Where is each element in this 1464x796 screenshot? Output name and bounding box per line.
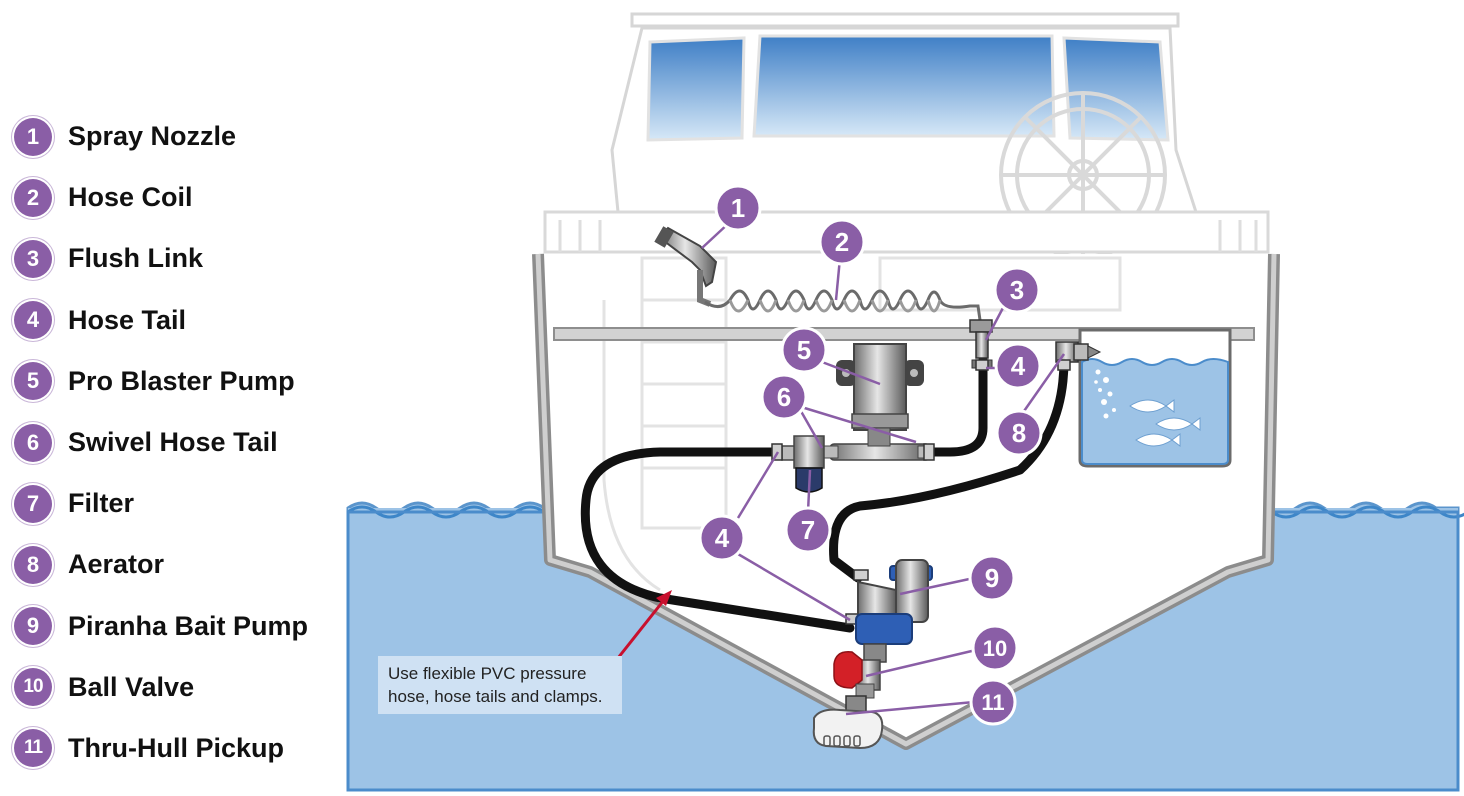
legend-number: 3 xyxy=(14,239,52,278)
callout-7: 7 xyxy=(784,506,832,554)
legend-label: Thru-Hull Pickup xyxy=(68,732,284,763)
callout-1: 1 xyxy=(714,184,762,232)
callout-6: 6 xyxy=(760,373,808,421)
callout-3: 3 xyxy=(993,266,1041,314)
legend-label: Spray Nozzle xyxy=(68,121,237,152)
callout-10: 10 xyxy=(971,624,1019,672)
callout-1-label: 1 xyxy=(731,193,745,223)
hose-arrow xyxy=(616,590,672,659)
callout-3-label: 3 xyxy=(1010,275,1024,305)
callout-9: 9 xyxy=(968,554,1016,602)
callout-11: 11 xyxy=(969,678,1017,726)
legend-number: 5 xyxy=(14,362,52,401)
callout-8-label: 8 xyxy=(1012,418,1026,448)
callout-5: 5 xyxy=(780,326,828,374)
boat-cabin xyxy=(543,12,1270,259)
legend-item: 1 Spray Nozzle xyxy=(14,106,344,167)
legend-item: 2 Hose Coil xyxy=(14,167,344,228)
live-well-tank xyxy=(1078,328,1232,468)
legend-number: 4 xyxy=(14,301,52,340)
cabin-window-right xyxy=(1062,36,1170,142)
callout-2-label: 2 xyxy=(835,227,849,257)
legend-label: Hose Coil xyxy=(68,182,193,213)
legend-number: 7 xyxy=(14,484,52,523)
cabin-window-center xyxy=(752,34,1056,138)
legend-item: 11 Thru-Hull Pickup xyxy=(14,718,344,779)
pvc-hoses xyxy=(580,355,1069,633)
legend-label: Aerator xyxy=(68,549,165,580)
legend-label: Ball Valve xyxy=(68,671,195,702)
legend-label: Pro Blaster Pump xyxy=(68,365,295,396)
callout-10-label: 10 xyxy=(983,636,1007,661)
callout-8: 8 xyxy=(995,409,1043,457)
legend-item: 10 Ball Valve xyxy=(14,657,344,718)
fish-icon xyxy=(1129,399,1201,447)
callout-4b: 4 xyxy=(698,514,746,562)
legend-item: 9 Piranha Bait Pump xyxy=(14,596,344,657)
legend-number: 9 xyxy=(14,607,52,646)
hose-coil-icon xyxy=(704,289,982,321)
legend-number: 10 xyxy=(14,668,52,707)
legend-item: 6 Swivel Hose Tail xyxy=(14,412,344,473)
legend-item: 3 Flush Link xyxy=(14,228,344,289)
legend-item: 5 Pro Blaster Pump xyxy=(14,351,344,412)
callout-4b-label: 4 xyxy=(715,523,730,553)
callout-11-label: 11 xyxy=(981,690,1004,715)
legend-item: 4 Hose Tail xyxy=(14,290,344,351)
hose-note: Use flexible PVC pressure hose, hose tai… xyxy=(378,656,622,714)
legend-item: 7 Filter xyxy=(14,473,344,534)
bubbles-icon xyxy=(1094,369,1116,419)
legend-number: 8 xyxy=(14,545,52,584)
cabin-window-left xyxy=(646,36,746,142)
callout-9-label: 9 xyxy=(985,563,999,593)
legend-number: 2 xyxy=(14,178,52,217)
callout-7-label: 7 xyxy=(801,515,815,545)
callout-6-label: 6 xyxy=(777,382,791,412)
legend-label: Swivel Hose Tail xyxy=(68,427,278,458)
legend-number: 11 xyxy=(14,729,52,768)
legend-label: Filter xyxy=(68,488,135,519)
component-legend: 1 Spray Nozzle 2 Hose Coil 3 Flush Link 4 Ho… xyxy=(14,106,344,779)
callout-4a: 4 xyxy=(994,342,1042,390)
legend-label: Piranha Bait Pump xyxy=(68,610,309,641)
callout-5-label: 5 xyxy=(797,335,811,365)
callout-2: 2 xyxy=(818,218,866,266)
callouts: 1 2 3 4 5 6 8 7 4 9 10 11 xyxy=(698,184,1043,726)
legend-label: Flush Link xyxy=(68,243,203,274)
legend-number: 1 xyxy=(14,117,52,156)
legend-label: Hose Tail xyxy=(68,304,187,335)
callout-4a-label: 4 xyxy=(1011,351,1026,381)
legend-item: 8 Aerator xyxy=(14,534,344,595)
legend-number: 6 xyxy=(14,423,52,462)
